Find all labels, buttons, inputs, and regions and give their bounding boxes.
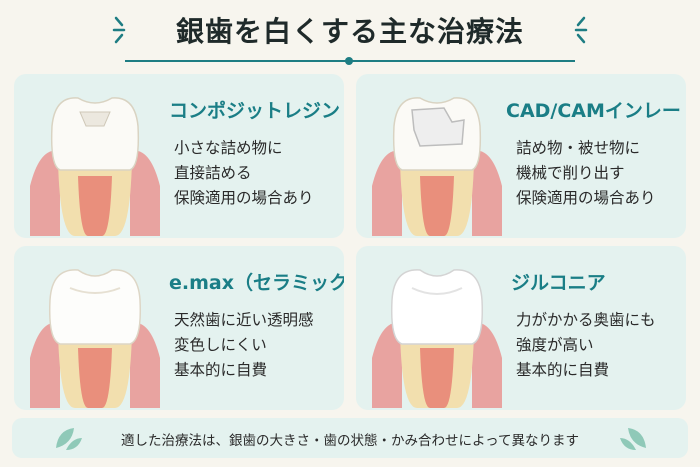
list-item: 強度が高い xyxy=(516,336,594,354)
list-item: 小さな詰め物に xyxy=(174,139,283,157)
title-divider-dot xyxy=(345,57,353,65)
card-heading: e.max（セラミック） xyxy=(169,272,344,294)
list-item: 力がかかる奥歯にも xyxy=(516,311,656,329)
card-cad-cam: CAD/CAMインレー・冠 詰め物・被せ物に 機械で削り出す 保険適用の場合あり xyxy=(356,74,686,238)
footer-note-banner: 適した治療法は、銀歯の大きさ・歯の状態・かみ合わせによって異なります xyxy=(12,418,688,458)
list-item: 直接詰める xyxy=(174,164,252,182)
tooth-zirconia-crown-illustration xyxy=(372,269,502,408)
list-item: 変色しにくい xyxy=(174,336,267,354)
list-item: 保険適用の場合あり xyxy=(516,189,656,207)
sparkle-icon xyxy=(112,16,126,44)
list-item: 保険適用の場合あり xyxy=(174,189,314,207)
list-item: 詰め物・被せ物に xyxy=(516,139,641,157)
card-feature-list: 小さな詰め物に 直接詰める 保険適用の場合あり xyxy=(174,136,314,211)
tooth-inlay-crown-illustration xyxy=(372,97,502,236)
tooth-filled-crown-illustration xyxy=(30,97,160,236)
leaf-icon xyxy=(620,428,646,450)
tooth-ceramic-crown-illustration xyxy=(30,269,160,408)
card-emax-ceramic: e.max（セラミック） 天然歯に近い透明感 変色しにくい 基本的に自費 xyxy=(14,246,344,410)
page-title: 銀歯を白くする主な治療法 xyxy=(175,15,524,48)
footer-note: 適した治療法は、銀歯の大きさ・歯の状態・かみ合わせによって異なります xyxy=(121,433,579,449)
card-heading: ジルコニア xyxy=(511,272,606,294)
title-area: 銀歯を白くする主な治療法 xyxy=(0,0,700,66)
card-composite-resin: コンポジットレジン 小さな詰め物に 直接詰める 保険適用の場合あり xyxy=(14,74,344,238)
list-item: 基本的に自費 xyxy=(174,361,268,379)
card-zirconia: ジルコニア 力がかかる奥歯にも 強度が高い 基本的に自費 xyxy=(356,246,686,410)
list-item: 天然歯に近い透明感 xyxy=(174,311,314,329)
list-item: 機械で削り出す xyxy=(516,164,625,182)
card-feature-list: 詰め物・被せ物に 機械で削り出す 保険適用の場合あり xyxy=(516,136,656,211)
card-heading: コンポジットレジン xyxy=(169,100,341,122)
card-feature-list: 天然歯に近い透明感 変色しにくい 基本的に自費 xyxy=(174,308,314,383)
sparkle-icon xyxy=(574,16,588,44)
card-feature-list: 力がかかる奥歯にも 強度が高い 基本的に自費 xyxy=(516,308,656,383)
list-item: 基本的に自費 xyxy=(516,361,610,379)
card-heading: CAD/CAMインレー・冠 xyxy=(506,100,686,122)
leaf-icon xyxy=(56,428,82,450)
